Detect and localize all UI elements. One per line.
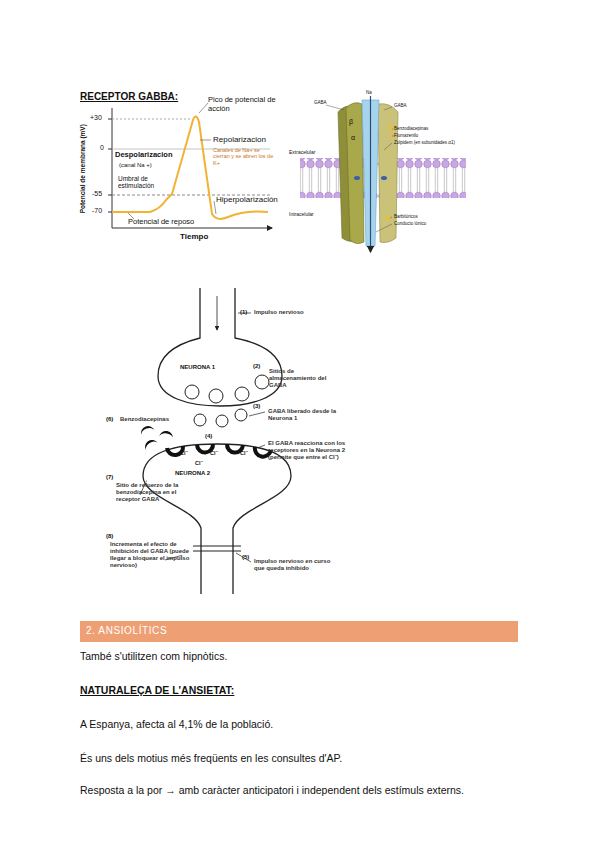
node-label: 2. ANSIOLÍTICS	[86, 625, 167, 637]
part-label: Flumazenilo	[394, 133, 418, 138]
body-text: És uns dels motius més freqüents en les …	[80, 752, 342, 764]
neuron-outline	[150, 288, 290, 413]
callout-number: (2)	[253, 363, 260, 370]
chart-annotation: Despolarizacion	[115, 151, 173, 160]
ion-label: Cl⁻	[195, 460, 203, 466]
axis-tick: 0	[100, 144, 104, 152]
ion-label: Cl⁻	[240, 450, 248, 456]
part-label: Conducto iónico	[394, 221, 426, 226]
axis-title: Tiempo	[180, 232, 208, 241]
action-potential-chart	[108, 103, 272, 228]
presynaptic-neuron: NEURONA 1	[150, 288, 290, 413]
part-label: Na	[366, 90, 372, 95]
section-band: 2. ANSIOLÍTICS	[80, 621, 518, 642]
axis-tick: +30	[90, 114, 102, 122]
callout-text: El GABA reacciona con los receptores en …	[268, 440, 353, 461]
body-text: Resposta a la por → amb caràcter anticip…	[80, 784, 464, 796]
chart-annotation: (canal Na +)	[119, 162, 152, 169]
chart-annotation: Hiperpolarización	[216, 195, 278, 204]
node-label: NEURONA 1	[180, 364, 215, 371]
callout-text: Sitio de refuerzo de la benzodiacepina e…	[116, 482, 188, 503]
body-text: A Espanya, afecta al 4,1% de la població…	[80, 718, 273, 730]
axis-title: Potencial de membrana (mV)	[79, 109, 86, 229]
part-label: GABA	[394, 103, 407, 108]
callout-text: Sitios de almacenamiento del GABA	[269, 368, 331, 389]
callout-number: (6)	[106, 416, 113, 423]
section-heading: RECEPTOR GABBA:	[80, 91, 178, 103]
chart-annotation: Repolarizacion	[213, 135, 266, 144]
node-label: NEURONA 2	[175, 470, 210, 477]
callout-text: Impulso nervioso	[254, 309, 304, 316]
part-label: Benzodiacepinas	[394, 126, 428, 131]
chart-annotation: Pico de potencial de acción	[208, 96, 278, 113]
subunit-label: α	[351, 134, 355, 142]
callout-text: Benzodiacepinas	[120, 416, 169, 423]
subheading: NATURALEÇA DE L'ANSIETAT:	[80, 684, 234, 696]
callout-number: (4)	[205, 433, 212, 440]
ion-label: Cl⁻	[180, 450, 188, 456]
callout-number: (8)	[106, 533, 113, 540]
neuron-outline	[135, 436, 300, 596]
part-label: GABA	[314, 100, 327, 105]
chart-annotation: Canales de Na+ se cierran y se abren los…	[213, 147, 277, 166]
callout-number: (5)	[242, 554, 249, 561]
region-label: Extracelular	[289, 150, 315, 156]
part-label: Barbitúricos	[394, 214, 418, 219]
subunit-label: β	[349, 118, 353, 126]
part-label: Zolpidem (en subunidades α1)	[394, 140, 455, 145]
gaba-receptor-illustration	[300, 96, 466, 252]
postsynaptic-neuron: NEURONA 2	[135, 436, 300, 596]
callout-text: GABA liberado desde la Neurona 1	[268, 408, 340, 422]
axis-tick: -55	[92, 190, 102, 198]
callout-text: Impulso nervioso en curso que queda inhi…	[254, 558, 334, 572]
body-text: També s'utilitzen com hipnòtics.	[80, 650, 227, 662]
callout-number: (1)	[240, 309, 247, 316]
callout-number: (7)	[106, 474, 113, 481]
region-label: Intracelular	[289, 212, 314, 218]
chart-annotation: Potencial de reposo	[128, 218, 194, 227]
chart-annotation: Umbral de estimulación	[118, 175, 166, 190]
callout-number: (3)	[253, 403, 260, 410]
callout-text: Incrementa el efecto de inhibición del G…	[110, 541, 198, 569]
ion-label: Cl⁻	[210, 450, 218, 456]
axis-tick: -70	[92, 207, 102, 215]
